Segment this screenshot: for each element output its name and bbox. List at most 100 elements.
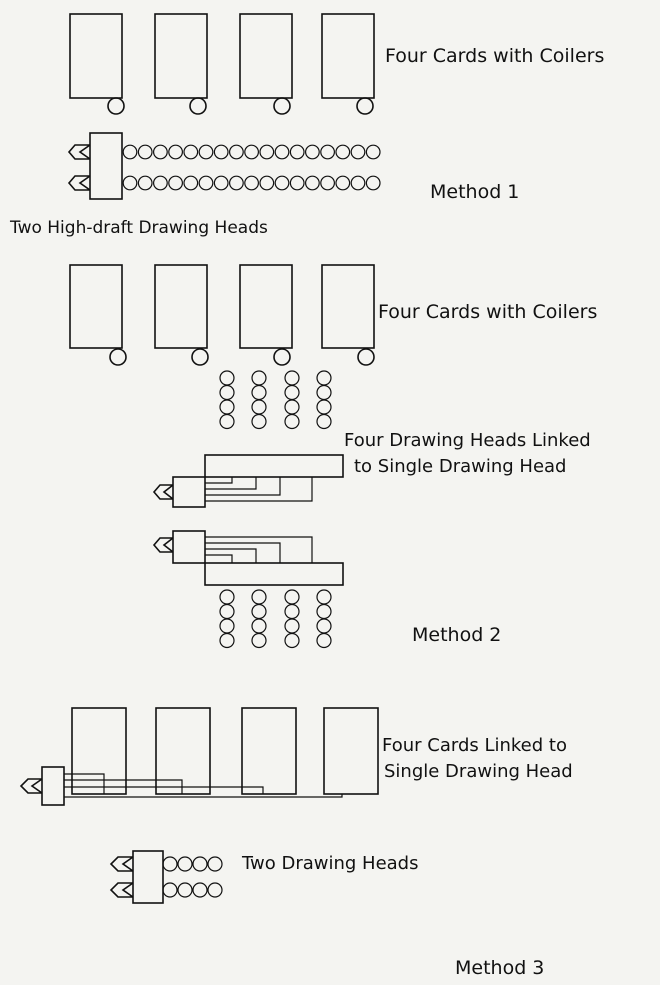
can-row-2 bbox=[162, 882, 223, 898]
sliver-can bbox=[251, 603, 267, 620]
sliver-can bbox=[284, 618, 300, 634]
sliver-can bbox=[168, 175, 184, 191]
card-2 bbox=[155, 707, 211, 795]
sliver-can bbox=[251, 399, 267, 415]
sliver-can bbox=[289, 144, 305, 160]
method2-cards-label: Four Cards with Coilers bbox=[378, 301, 597, 323]
sliver-can bbox=[183, 144, 199, 160]
sliver-can bbox=[259, 144, 275, 160]
sliver-can bbox=[350, 144, 366, 160]
upper-delivery-icon bbox=[152, 484, 174, 500]
method2-linked-label-line2: to Single Drawing Head bbox=[354, 456, 566, 477]
method1-heads-label: Two High-draft Drawing Heads bbox=[9, 218, 268, 238]
sliver-can bbox=[251, 413, 267, 430]
sliver-can bbox=[137, 144, 153, 160]
sliver-can bbox=[192, 856, 208, 872]
method2-linked-label-line1: Four Drawing Heads Linked bbox=[344, 430, 591, 451]
sliver-can bbox=[152, 144, 168, 160]
delivery-icon-1 bbox=[67, 144, 91, 160]
sliver-can bbox=[251, 384, 267, 401]
sliver-can bbox=[320, 144, 336, 160]
method3-cards-label-line2: Single Drawing Head bbox=[384, 761, 573, 782]
sliver-can bbox=[284, 603, 300, 620]
sliver-can bbox=[320, 175, 336, 191]
lower-delivery-icon bbox=[152, 537, 174, 553]
sliver-can bbox=[122, 175, 138, 191]
coiler-1 bbox=[107, 97, 125, 115]
sliver-can bbox=[219, 413, 235, 430]
method3-label: Method 3 bbox=[455, 957, 544, 979]
can-row-2 bbox=[122, 175, 381, 191]
sliver-can bbox=[251, 589, 267, 605]
sliver-can bbox=[207, 882, 223, 898]
method1-label: Method 1 bbox=[430, 181, 519, 203]
method3-drawing-heads bbox=[109, 850, 223, 904]
sliver-can bbox=[316, 618, 332, 634]
sliver-can bbox=[219, 399, 235, 415]
sliver-can bbox=[207, 856, 223, 872]
sliver-can bbox=[251, 370, 267, 386]
sliver-can bbox=[274, 144, 290, 160]
sliver-can bbox=[228, 144, 244, 160]
card-4 bbox=[321, 13, 375, 99]
sliver-can bbox=[365, 175, 381, 191]
method2-can-columns-bottom bbox=[219, 589, 332, 649]
card-3 bbox=[239, 13, 293, 99]
sliver-can bbox=[219, 618, 235, 634]
sliver-can bbox=[274, 175, 290, 191]
card-1 bbox=[71, 707, 127, 795]
sliver-can bbox=[219, 603, 235, 620]
sliver-can bbox=[213, 144, 229, 160]
card-2 bbox=[154, 13, 208, 99]
sliver-can bbox=[219, 632, 235, 649]
sliver-can bbox=[284, 399, 300, 415]
sliver-can bbox=[244, 144, 260, 160]
sliver-can bbox=[316, 413, 332, 430]
sliver-can bbox=[192, 882, 208, 898]
card-linking-lines bbox=[64, 773, 343, 798]
sliver-can bbox=[316, 589, 332, 605]
method3-cards bbox=[71, 707, 379, 795]
sliver-can bbox=[316, 399, 332, 415]
sliver-can bbox=[168, 144, 184, 160]
sliver-can bbox=[284, 413, 300, 430]
sliver-can bbox=[259, 175, 275, 191]
card-1 bbox=[69, 264, 123, 349]
coiler-1 bbox=[109, 348, 127, 366]
single-head-delivery-icon bbox=[19, 778, 43, 794]
delivery-icon-2 bbox=[109, 882, 134, 898]
sliver-can bbox=[289, 175, 305, 191]
sliver-can bbox=[350, 175, 366, 191]
sliver-can bbox=[244, 175, 260, 191]
method2-cards bbox=[69, 264, 375, 366]
coiler-4 bbox=[357, 348, 375, 366]
sliver-can bbox=[305, 144, 320, 160]
card-3 bbox=[239, 264, 293, 349]
lower-linking-lines bbox=[205, 536, 313, 563]
method3-linked-head bbox=[19, 766, 343, 806]
coiler-4 bbox=[356, 97, 374, 115]
two-heads-frame bbox=[132, 850, 164, 904]
sliver-can bbox=[251, 632, 267, 649]
card-4 bbox=[321, 264, 375, 349]
sliver-can bbox=[162, 856, 178, 872]
sliver-can bbox=[213, 175, 229, 191]
coiler-2 bbox=[191, 348, 209, 366]
method2-label: Method 2 bbox=[412, 624, 501, 646]
card-4 bbox=[323, 707, 379, 795]
method1-cards-label: Four Cards with Coilers bbox=[385, 45, 604, 67]
method2-drawing-heads bbox=[152, 454, 344, 586]
sliver-can bbox=[137, 175, 153, 191]
can-row-1 bbox=[162, 856, 223, 872]
single-head-box bbox=[41, 766, 65, 806]
method2-can-columns-top bbox=[219, 370, 332, 430]
sliver-can bbox=[177, 882, 193, 898]
sliver-can bbox=[284, 370, 300, 386]
method3-heads-label: Two Drawing Heads bbox=[241, 853, 418, 874]
coiler-3 bbox=[273, 97, 291, 115]
sliver-can bbox=[305, 175, 320, 191]
sliver-can bbox=[251, 618, 267, 634]
sliver-can bbox=[335, 175, 351, 191]
upper-drawing-frame bbox=[204, 454, 344, 478]
